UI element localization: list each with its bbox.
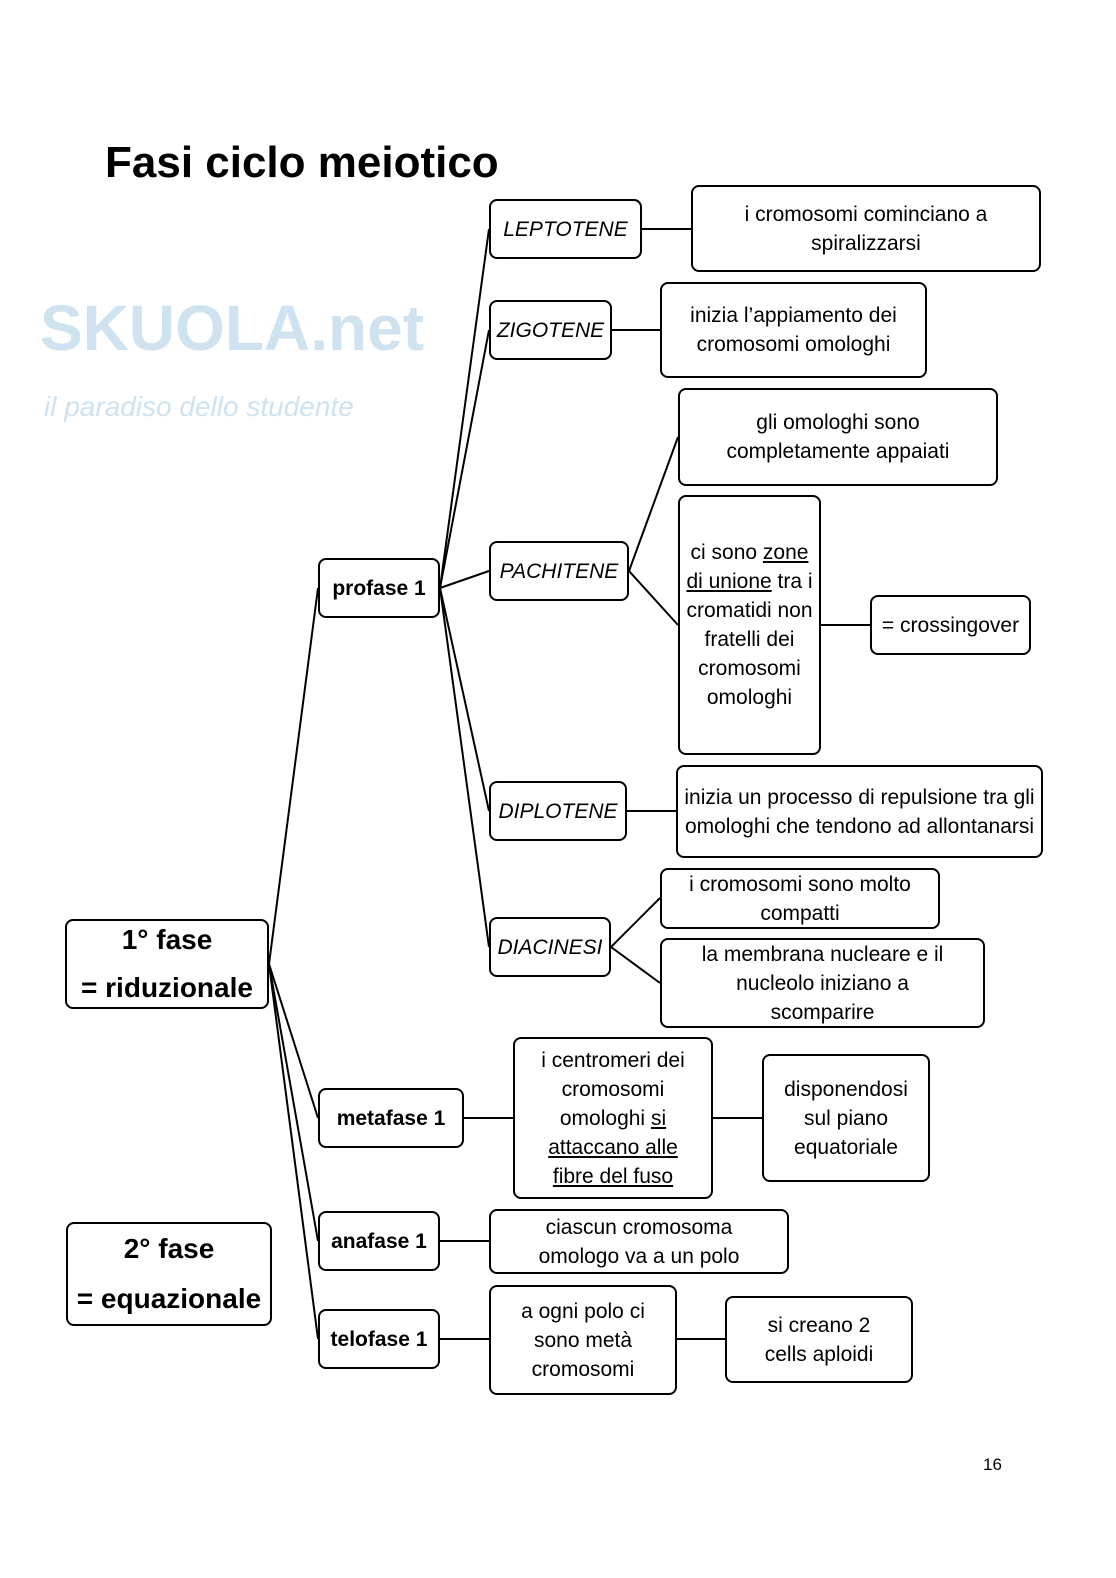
node-telofase-desc2: si creano 2 cells aploidi xyxy=(725,1296,913,1383)
fase2-sublabel: = equazionale xyxy=(76,1283,262,1314)
fase2-label: 2° fase xyxy=(123,1233,215,1264)
node-fase2: 2° fase = equazionale xyxy=(66,1222,272,1326)
line-diacinesi-desc2 xyxy=(610,946,661,984)
line-fase1-telofase xyxy=(268,963,319,1340)
fase1-label: 1° fase xyxy=(121,924,213,955)
pachitene-desc2-a: ci sono xyxy=(690,541,763,564)
line-fase1-profase xyxy=(268,587,319,965)
line-fase1-anafase xyxy=(268,963,319,1242)
watermark-tagline: il paradiso dello studente xyxy=(44,391,354,422)
line-pachitene-desc2 xyxy=(628,570,679,626)
line-profase-diacinesi xyxy=(439,587,490,948)
line-diacinesi-desc1 xyxy=(610,897,661,948)
node-diacinesi-desc2: la membrana nucleare e il nucleolo inizi… xyxy=(660,938,985,1028)
node-fase1: 1° fase = riduzionale xyxy=(65,919,269,1009)
node-profase: profase 1 xyxy=(318,558,440,618)
node-diplotene-desc: inizia un processo di repulsione tra gli… xyxy=(676,765,1043,858)
pachitene-desc2-b: tra i cromatidi non fratelli dei cromoso… xyxy=(686,570,813,709)
node-diacinesi-desc1: i cromosomi sono molto compatti xyxy=(660,868,940,929)
node-anafase-desc: ciascun cromosoma omologo va a un polo xyxy=(489,1209,789,1274)
node-telofase: telofase 1 xyxy=(318,1309,440,1369)
line-profase-pachitene xyxy=(439,570,490,589)
page-title: Fasi ciclo meiotico xyxy=(105,138,499,187)
node-pachitene-desc2: ci sono zone di unione tra i cromatidi n… xyxy=(678,495,821,755)
fase1-sublabel: = riduzionale xyxy=(81,972,253,1003)
node-leptotene: LEPTOTENE xyxy=(489,199,642,259)
node-anafase: anafase 1 xyxy=(318,1211,440,1271)
metafase-desc1-underlined: si attaccano alle fibre del fuso xyxy=(548,1106,678,1188)
line-profase-zigotene xyxy=(439,329,490,589)
node-zigotene-desc: inizia l’appiamento dei cromosomi omolog… xyxy=(660,282,927,378)
node-pachitene-desc1: gli omologhi sono completamente appaiati xyxy=(678,388,998,486)
node-metafase-desc1: i centromeri dei cromosomi omologhi si a… xyxy=(513,1037,713,1199)
pachitene-desc2-underlined: zone di unione xyxy=(686,541,809,593)
node-metafase: metafase 1 xyxy=(318,1088,464,1148)
node-zigotene: ZIGOTENE xyxy=(489,300,612,360)
node-diplotene: DIPLOTENE xyxy=(489,781,627,841)
node-diacinesi: DIACINESI xyxy=(489,917,611,977)
watermark-logo: SKUOLA.net xyxy=(40,292,424,364)
node-leptotene-desc: i cromosomi cominciano a spiralizzarsi xyxy=(691,185,1041,272)
node-metafase-desc2: disponendosi sul piano equatoriale xyxy=(762,1054,930,1182)
node-pachitene: PACHITENE xyxy=(489,541,629,601)
line-pachitene-desc1 xyxy=(628,436,679,572)
line-profase-diplotene xyxy=(439,587,490,812)
line-profase-leptotene xyxy=(439,228,490,589)
node-crossingover: = crossingover xyxy=(870,595,1031,655)
node-telofase-desc1: a ogni polo ci sono metà cromosomi xyxy=(489,1285,677,1395)
metafase-desc1-a: i centromeri dei cromosomi omologhi xyxy=(541,1048,685,1130)
line-fase1-metafase xyxy=(268,963,319,1119)
page-number: 16 xyxy=(983,1455,1002,1474)
